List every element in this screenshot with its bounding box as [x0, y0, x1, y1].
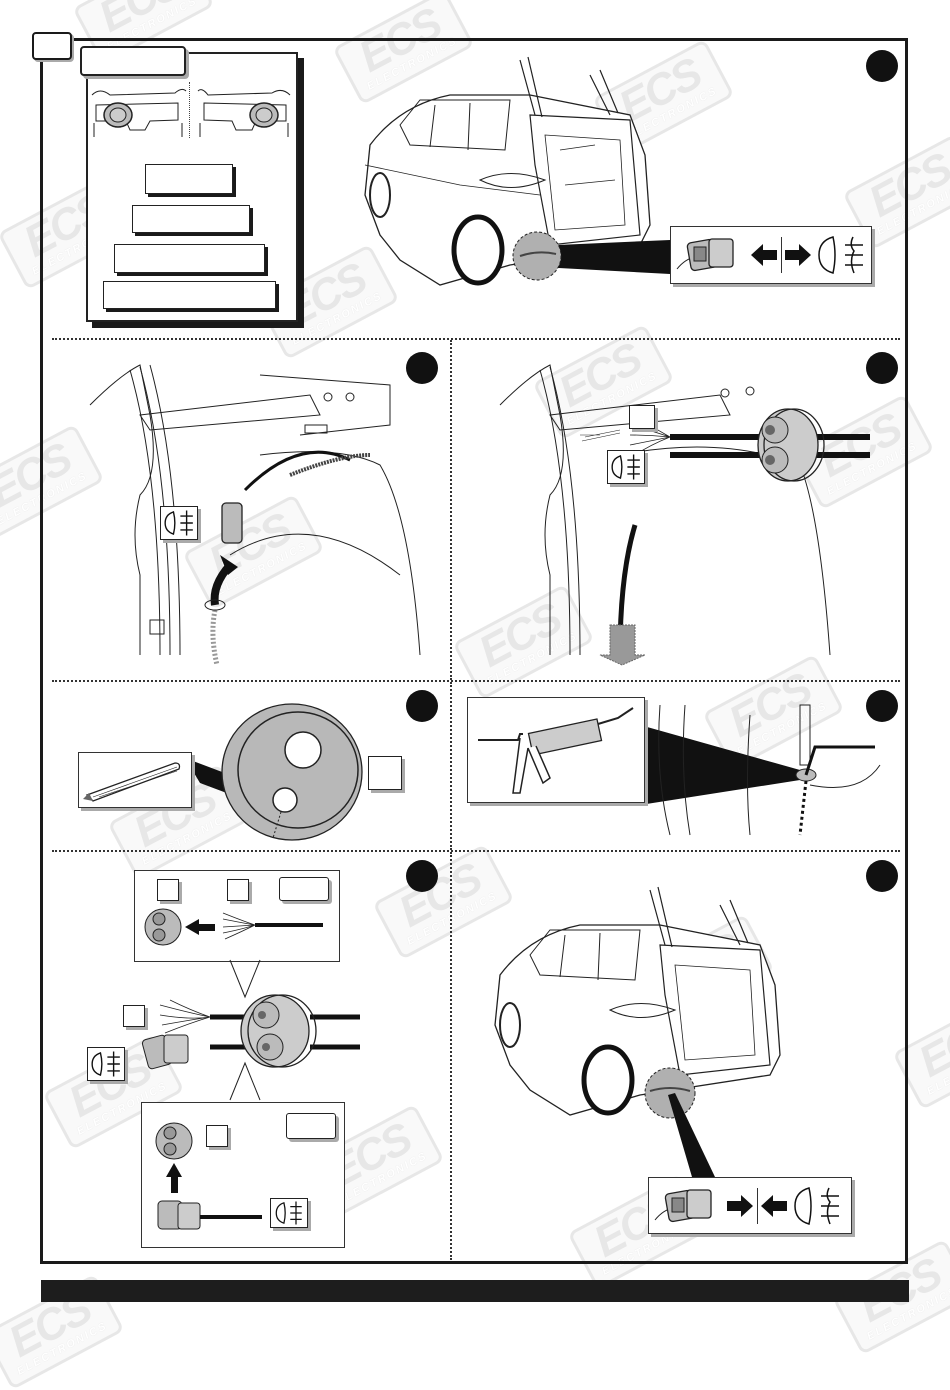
rear-fog-lamp-label: [607, 450, 645, 484]
section-divider: [450, 852, 452, 1260]
step-5-marker: [866, 690, 898, 722]
section-divider: [450, 340, 452, 680]
step-1-marker: [866, 50, 898, 82]
drive-side-panel: [86, 52, 298, 322]
knife-callout: [78, 752, 192, 808]
arrow-right-icon: [727, 1195, 753, 1217]
section-divider: [52, 850, 900, 852]
wire-set-label: [123, 1005, 145, 1027]
step-2-marker: [406, 352, 438, 384]
grommet-routing-illustration: [499, 364, 870, 666]
instruction-frame: [40, 38, 908, 1264]
option-box-3: [114, 244, 265, 273]
label-box: [157, 879, 179, 901]
option-box-2: [132, 205, 250, 233]
connector-icon: [654, 1189, 712, 1223]
sealant-gun-callout: [467, 697, 645, 803]
grommet-insertion-callout: [134, 870, 340, 962]
option-box-4: [103, 281, 276, 309]
label-box: [286, 1113, 336, 1139]
reconnect-callout: [648, 1177, 852, 1234]
dashboard-lhd-illustration: [91, 88, 187, 137]
section-divider: [52, 338, 900, 340]
step-3-marker: [866, 352, 898, 384]
arrow-left-icon: [761, 1195, 787, 1217]
grommet-wires-icon: [144, 908, 323, 946]
grommet-cut-illustration: [185, 703, 363, 841]
interior-trim-illustration: [89, 364, 421, 666]
label-box: [227, 879, 249, 901]
dashboard-rhd-illustration: [197, 89, 291, 137]
rear-fog-lamp-label: [160, 506, 198, 540]
arrow-left-icon: [751, 244, 777, 266]
sealant-gun-icon: [478, 707, 634, 794]
rear-fog-lamp-icon: [91, 1051, 120, 1077]
footer-bar: [41, 1280, 909, 1302]
section-divider: [450, 682, 452, 850]
label-box: [206, 1125, 228, 1147]
step-4-label: [368, 756, 402, 790]
step-7-marker: [866, 860, 898, 892]
car-rear-view-illustration: [494, 886, 781, 1116]
callout-pointer: [512, 231, 670, 281]
drive-side-separator: [189, 82, 190, 138]
utility-knife-icon: [83, 762, 181, 802]
section-divider: [52, 680, 900, 682]
divider-bar: [757, 1188, 758, 1224]
rear-fog-lamp-icon: [611, 454, 640, 480]
rear-fog-lamp-icon: [818, 236, 863, 274]
rear-fog-lamp-icon: [164, 510, 193, 536]
sealant-application-illustration: [640, 704, 881, 836]
rear-fog-lamp-icon: [794, 1187, 839, 1225]
step-4-marker: [406, 690, 438, 722]
disconnect-callout: [670, 226, 872, 284]
grommet-assembly-illustration: [141, 959, 360, 1101]
wire-set-label: [629, 405, 655, 429]
page-corner-tab: [32, 32, 72, 60]
connector-grommet-icon: [155, 1122, 262, 1230]
option-box-1: [145, 164, 233, 194]
label-box: [279, 877, 329, 901]
divider-bar: [781, 237, 782, 273]
arrow-right-icon: [785, 244, 811, 266]
rear-fog-lamp-icon: [275, 1201, 302, 1225]
rear-fog-lamp-label: [87, 1047, 125, 1081]
rear-fog-lamp-label: [270, 1198, 308, 1228]
connector-insertion-callout: [141, 1102, 345, 1248]
step-6-marker: [406, 860, 438, 892]
car-rear-view-illustration: [364, 56, 651, 286]
drive-side-panel-title: [80, 46, 186, 76]
callout-pointer: [644, 1067, 715, 1177]
connector-icon: [676, 238, 734, 272]
